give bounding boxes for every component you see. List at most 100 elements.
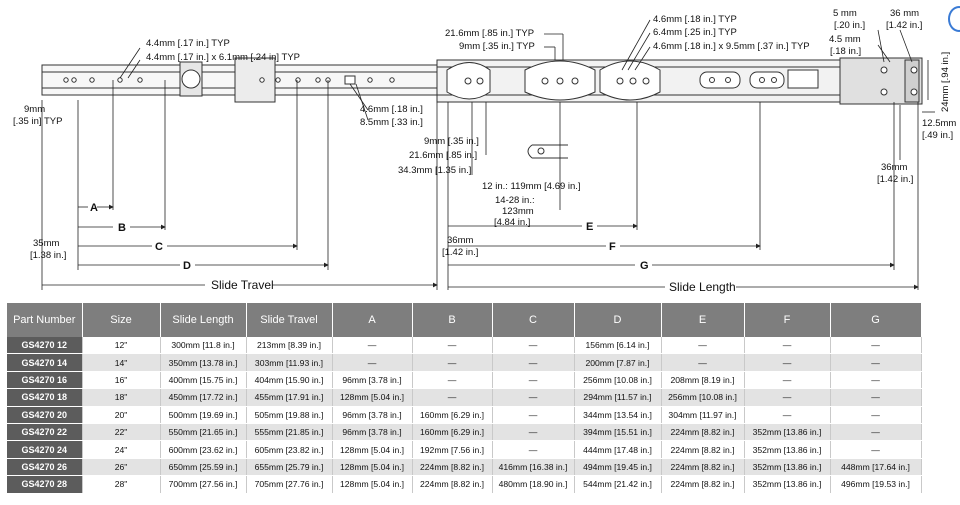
col-header: Slide Length: [160, 303, 247, 337]
col-header: F: [744, 303, 831, 337]
table-cell: 18": [82, 388, 161, 407]
table-cell: —: [492, 406, 575, 424]
callout-left-9mm: 9mm: [24, 104, 45, 115]
part-number-cell: GS4270 24: [7, 440, 83, 459]
callout-right-45-in: [.18 in.]: [830, 46, 861, 57]
callout-center-9mm: 9mm [.35 in.]: [424, 136, 479, 147]
table-cell: 128mm [5.04 in.]: [332, 388, 413, 407]
callout-top-64: 6.4mm [.25 in.] TYP: [653, 27, 737, 38]
callout-mid-85: 8.5mm [.33 in.]: [360, 117, 423, 128]
table-cell: 224mm [8.82 in.]: [661, 423, 745, 442]
table-cell: —: [830, 371, 922, 390]
callout-top-9mm: 9mm [.35 in.] TYP: [459, 41, 535, 52]
slot-detail: [527, 144, 568, 159]
table-cell: —: [830, 353, 922, 372]
callout-right-36-bot-in: [1.42 in.]: [877, 174, 913, 185]
table-cell: 605mm [23.82 in.]: [246, 440, 333, 459]
table-cell: 22": [82, 423, 161, 442]
callout-slot-44-61: 4.4mm [.17 in.] x 6.1mm [.24 in] TYP: [146, 52, 300, 63]
part-number-cell: GS4270 16: [7, 371, 83, 390]
callout-right-36-top: 36 mm: [890, 8, 919, 19]
part-number-cell: GS4270 26: [7, 458, 83, 477]
table-cell: 213mm [8.39 in.]: [246, 337, 333, 355]
table-cell: 444mm [17.48 in.]: [574, 440, 662, 459]
table-cell: 655mm [25.79 in.]: [246, 458, 333, 477]
callout-top-46-95: 4.6mm [.18 in.] x 9.5mm [.37 in.] TYP: [653, 41, 810, 52]
col-header: D: [574, 303, 662, 337]
table-cell: 128mm [5.04 in.]: [332, 475, 413, 494]
table-cell: 224mm [8.82 in.]: [661, 440, 745, 459]
col-header: Part Number: [7, 303, 83, 337]
dimension-lines: [41, 19, 935, 290]
letter-g: G: [640, 260, 649, 272]
table-cell: 600mm [23.62 in.]: [160, 440, 247, 459]
table-cell: —: [492, 388, 575, 407]
table-cell: 555mm [21.85 in.]: [246, 423, 333, 442]
table-cell: —: [492, 337, 575, 355]
table-cell: 303mm [11.93 in.]: [246, 353, 333, 372]
table-cell: 394mm [15.51 in.]: [574, 423, 662, 442]
table-cell: 705mm [27.76 in.]: [246, 475, 333, 494]
table-cell: 160mm [6.29 in.]: [412, 406, 493, 424]
table-cell: 12": [82, 337, 161, 355]
slide-travel-label: Slide Travel: [211, 278, 274, 292]
letter-f: F: [609, 241, 616, 253]
slide-dimension-drawing: 4.4mm [.17 in.] TYP 4.4mm [.17 in.] x 6.…: [13, 8, 956, 294]
table-cell: 26": [82, 458, 161, 477]
table-cell: 400mm [15.75 in.]: [160, 371, 247, 390]
callout-center-216: 21.6mm [.85 in.]: [409, 150, 477, 161]
callout-hole-44: 4.4mm [.17 in.] TYP: [146, 38, 230, 49]
table-cell: 14": [82, 353, 161, 372]
table-cell: 156mm [6.14 in.]: [574, 337, 662, 355]
col-header: B: [412, 303, 493, 337]
col-header: G: [830, 303, 922, 337]
table-cell: 344mm [13.54 in.]: [574, 406, 662, 424]
callout-right-24: 24mm [.94 in.]: [940, 52, 951, 112]
table-cell: 96mm [3.78 in.]: [332, 371, 413, 390]
callout-top-46: 4.6mm [.18 in.] TYP: [653, 14, 737, 25]
table-cell: 192mm [7.56 in.]: [412, 440, 493, 459]
table-cell: —: [332, 353, 413, 372]
callout-right-5mm-in: [.20 in.]: [834, 20, 865, 31]
table-cell: 224mm [8.82 in.]: [412, 475, 493, 494]
table-cell: 256mm [10.08 in.]: [574, 371, 662, 390]
letter-b: B: [118, 222, 126, 234]
table-cell: —: [830, 337, 922, 355]
table-cell: 160mm [6.29 in.]: [412, 423, 493, 442]
callout-12in: 12 in.: 119mm [4.69 in.]: [482, 181, 581, 192]
table-cell: 96mm [3.78 in.]: [332, 406, 413, 424]
col-header: C: [492, 303, 575, 337]
letter-d: D: [183, 260, 191, 272]
callout-right-36-top-in: [1.42 in.]: [886, 20, 922, 31]
table-cell: —: [412, 337, 493, 355]
part-number-cell: GS4270 12: [7, 337, 83, 355]
table-cell: 28": [82, 475, 161, 494]
table-cell: —: [744, 406, 831, 424]
slide-length-label: Slide Length: [669, 280, 736, 294]
letter-c: C: [155, 241, 163, 253]
callout-mid-46: 4.6mm [.18 in.]: [360, 104, 423, 115]
callout-right-125-in: [.49 in.]: [922, 130, 953, 141]
callout-center-36mm-in: [1.42 in.]: [442, 247, 478, 258]
table-cell: 304mm [11.97 in.]: [661, 406, 745, 424]
oval-slots: [446, 60, 918, 101]
part-number-cell: GS4270 20: [7, 406, 83, 424]
table-cell: —: [830, 406, 922, 424]
table-cell: 16": [82, 371, 161, 390]
table-cell: 352mm [13.86 in.]: [744, 475, 831, 494]
callout-right-45: 4.5 mm: [829, 34, 861, 45]
callout-center-36mm: 36mm: [447, 235, 473, 246]
table-cell: 450mm [17.72 in.]: [160, 388, 247, 407]
table-cell: 496mm [19.53 in.]: [830, 475, 922, 494]
table-cell: 224mm [8.82 in.]: [661, 458, 745, 477]
table-cell: 500mm [19.69 in.]: [160, 406, 247, 424]
callout-123mm: 123mm: [502, 206, 534, 217]
col-header: Size: [82, 303, 161, 337]
